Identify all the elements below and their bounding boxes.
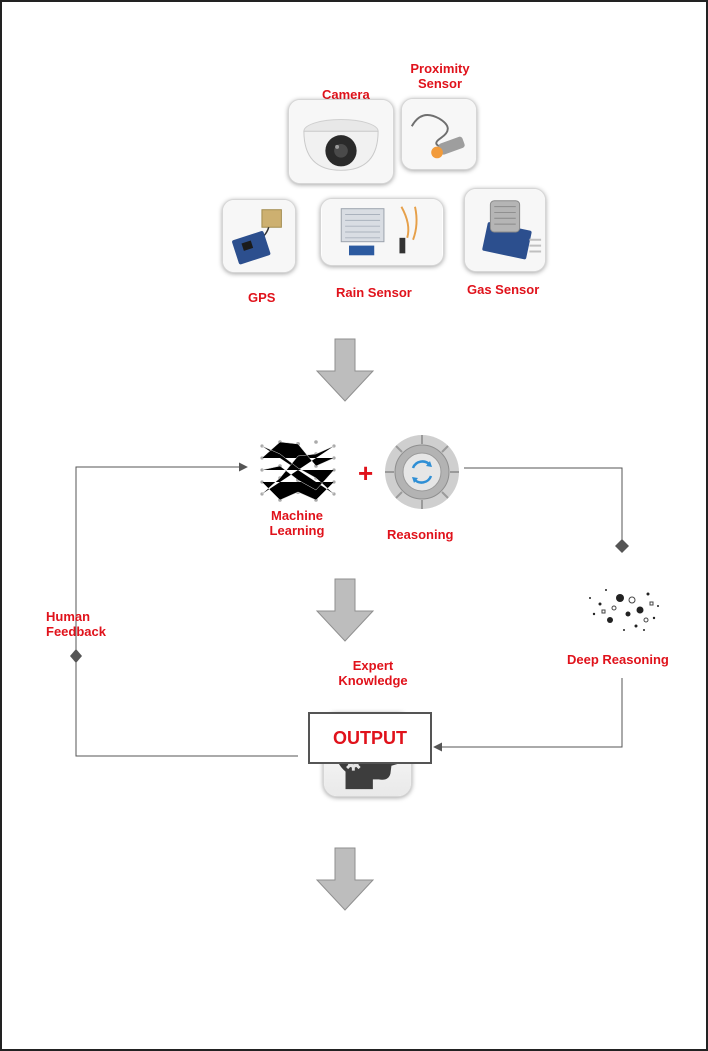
- proximity-sensor-label: Proximity Sensor: [410, 61, 470, 91]
- human-feedback-diamond: [70, 649, 82, 663]
- proximity-sensor-icon: [402, 99, 476, 169]
- gas-tile: [464, 188, 546, 272]
- gas-sensor-icon: [465, 189, 545, 271]
- proximity-tile: [401, 98, 477, 170]
- human-feedback-line: [75, 462, 298, 757]
- down-arrow-processing-to-expert: [315, 578, 375, 642]
- dome-camera-icon: [289, 100, 393, 183]
- machine-learning-graphic: [250, 434, 346, 506]
- neural-network-icon: [260, 440, 336, 502]
- camera-tile: [288, 99, 394, 184]
- deep-reasoning-diamond-top: [615, 539, 629, 553]
- gps-tile: [222, 199, 296, 273]
- gps-module-icon: [223, 200, 295, 272]
- deep-reasoning-graphic: [584, 580, 664, 636]
- rain-tile: [320, 198, 444, 266]
- gas-sensor-label: Gas Sensor: [467, 282, 540, 297]
- gear-cycle-icon: [385, 435, 459, 509]
- rain-sensor-icon: [321, 199, 443, 265]
- plus-sign: +: [358, 458, 374, 488]
- deep-reasoning-line: [464, 467, 623, 540]
- output-box: OUTPUT: [308, 712, 432, 764]
- scattered-particles-icon: [589, 589, 659, 631]
- reasoning-label: Reasoning: [387, 527, 454, 542]
- camera-label: Camera: [322, 87, 370, 102]
- machine-learning-label: Machine Learning: [269, 508, 325, 538]
- output-label: OUTPUT: [333, 727, 407, 748]
- rain-sensor-label: Rain Sensor: [336, 285, 412, 300]
- down-arrow-expert-to-output: [315, 847, 375, 911]
- deep-reasoning-label: Deep Reasoning: [567, 652, 669, 667]
- reasoning-graphic: [382, 432, 462, 512]
- expert-knowledge-label: Expert Knowledge: [338, 658, 408, 688]
- deep-reasoning-return-line: [433, 678, 623, 752]
- human-feedback-label: Human Feedback: [46, 609, 106, 639]
- down-arrow-sensors-to-processing: [315, 338, 375, 402]
- gps-label: GPS: [248, 290, 276, 305]
